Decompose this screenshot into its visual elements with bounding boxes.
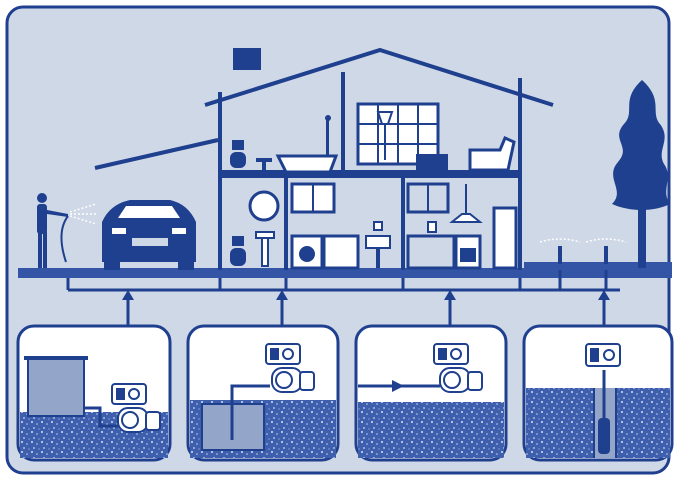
person-with-hose-icon [37,193,98,268]
scene-sunken-tank [186,324,340,462]
kitchen [406,182,518,270]
laundry-room [290,182,391,270]
bathroom-downstairs [230,190,280,267]
distribution-pipes [66,270,620,292]
scene-rainwater-tank [16,324,172,462]
scene-borehole-well [522,324,674,462]
living-upstairs [356,102,516,172]
garden-sprinklers-icon [524,238,672,270]
tree-icon [612,80,670,268]
carport-roof [94,138,219,170]
house [204,47,554,270]
scene-mains-supply [354,324,508,462]
car-icon [102,200,196,270]
bathroom-upstairs [230,115,339,174]
ground-line [18,268,672,278]
